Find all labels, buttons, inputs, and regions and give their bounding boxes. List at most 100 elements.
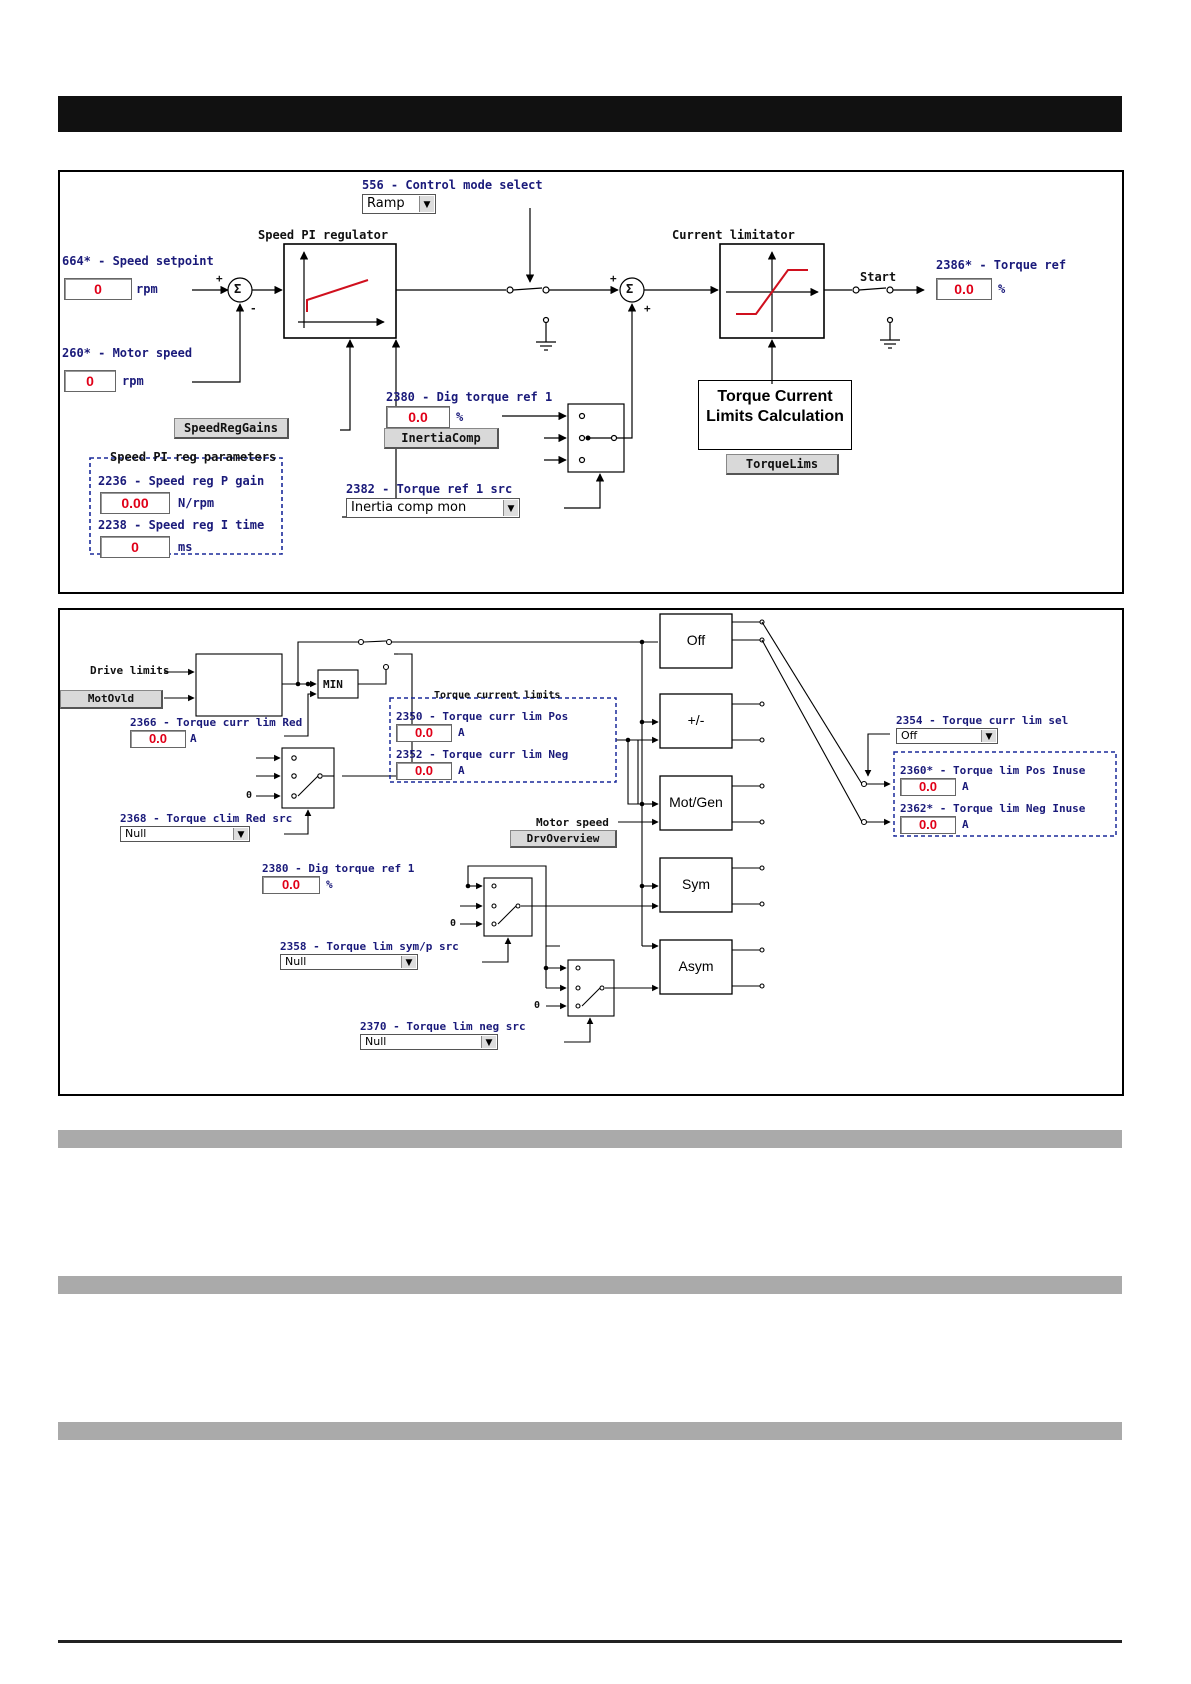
plus-sign: +: [610, 272, 617, 285]
zero-input: 0: [534, 1000, 541, 1011]
section-bar-3: [58, 1422, 1122, 1440]
lim-neg-unit: A: [458, 764, 465, 777]
lim-sym-src-value: Null: [285, 955, 307, 968]
lim-neg-src-select[interactable]: Null ▼: [360, 1034, 498, 1050]
torque-ref-label: 2386* - Torque ref: [936, 258, 1067, 272]
pos-inuse-field[interactable]: 0.0: [900, 778, 956, 796]
chevron-down-icon: ▼: [419, 196, 434, 212]
chevron-down-icon: ▼: [981, 730, 996, 742]
neg-inuse-unit: A: [962, 818, 969, 831]
torque-src-label: 2382 - Torque ref 1 src: [346, 482, 513, 496]
plus-sign: +: [216, 272, 223, 285]
motor-speed-field[interactable]: 0: [64, 370, 116, 392]
diagram-wires-1: [89, 208, 925, 555]
block-mot-gen: Mot/Gen: [669, 794, 723, 810]
motor-speed-label: 260* - Motor speed: [62, 346, 193, 360]
section-bar-1: [58, 1130, 1122, 1148]
current-limitator-title: Current limitator: [672, 228, 795, 242]
drive-limits-label: Drive limits: [90, 664, 170, 677]
section-bar-2: [58, 1276, 1122, 1294]
clim-red-src-select[interactable]: Null ▼: [120, 826, 250, 842]
pi-params-dashed-box: [89, 457, 283, 555]
dig-torque-unit: %: [456, 410, 464, 424]
torque-limits-diagram: Drive limits MotOvld MIN 2366 - Torque c…: [58, 608, 1124, 1096]
mot-ovld-button[interactable]: MotOvld: [60, 690, 163, 709]
p-gain-unit: N/rpm: [178, 496, 215, 510]
sum-junction-1: Σ: [234, 282, 242, 296]
torque-limits-dashed-box: [389, 697, 617, 783]
pos-inuse-label: 2360* - Torque lim Pos Inuse: [900, 764, 1086, 777]
curr-lim-red-label: 2366 - Torque curr lim Red: [130, 716, 303, 729]
curr-lim-red-unit: A: [190, 732, 197, 745]
minus-sign: -: [250, 302, 257, 315]
clim-red-src-value: Null: [125, 827, 147, 840]
control-mode-select[interactable]: Ramp ▼: [362, 194, 436, 214]
footer-rule: [58, 1640, 1122, 1643]
clim-red-src-label: 2368 - Torque clim Red src: [120, 812, 293, 825]
i-time-unit: ms: [178, 540, 193, 554]
speed-pi-title: Speed PI regulator: [258, 228, 389, 242]
speed-reg-gains-button[interactable]: SpeedRegGains: [174, 418, 289, 439]
curr-lim-sel-label: 2354 - Torque curr lim sel: [896, 714, 1069, 727]
dig-torque-label: 2380 - Dig torque ref 1: [386, 390, 553, 404]
chevron-down-icon: ▼: [481, 1036, 496, 1048]
block-sym: Sym: [682, 876, 710, 892]
zero-input: 0: [450, 918, 457, 929]
speed-regulation-diagram: 556 - Control mode select Ramp ▼ Speed PI…: [58, 170, 1124, 594]
dig-torque-unit-2: %: [326, 878, 333, 891]
control-mode-value: Ramp: [367, 196, 405, 211]
lim-neg-src-value: Null: [365, 1035, 387, 1048]
plus-sign: +: [644, 302, 651, 315]
dig-torque-field-2[interactable]: 0.0: [262, 876, 320, 894]
p-gain-label: 2236 - Speed reg P gain: [98, 474, 265, 488]
i-time-label: 2238 - Speed reg I time: [98, 518, 265, 532]
motor-speed-label: Motor speed: [536, 816, 609, 829]
speed-setpoint-unit: rpm: [136, 282, 158, 296]
speed-setpoint-field[interactable]: 0: [64, 278, 132, 300]
header-bar: [58, 96, 1122, 132]
dig-torque-label-2: 2380 - Dig torque ref 1: [262, 862, 415, 875]
torque-src-value: Inertia comp mon: [351, 500, 467, 515]
motor-speed-unit: rpm: [122, 374, 144, 388]
min-label: MIN: [323, 678, 343, 691]
torque-src-select[interactable]: Inertia comp mon ▼: [346, 498, 520, 518]
lim-neg-label: 2352 - Torque curr lim Neg: [396, 748, 569, 761]
lim-neg-src-label: 2370 - Torque lim neg src: [360, 1020, 526, 1033]
neg-inuse-field[interactable]: 0.0: [900, 816, 956, 834]
inuse-dashed-box: [893, 751, 1117, 837]
pi-params-title: Speed PI reg parameters: [110, 450, 277, 464]
curr-lim-sel-value: Off: [901, 729, 918, 742]
torque-ref-unit: %: [998, 282, 1006, 296]
torque-lims-button[interactable]: TorqueLims: [726, 454, 839, 475]
drv-overview-button[interactable]: DrvOverview: [510, 830, 617, 848]
dig-torque-field[interactable]: 0.0: [386, 406, 450, 428]
curr-lim-red-field[interactable]: 0.0: [130, 730, 186, 748]
neg-inuse-label: 2362* - Torque lim Neg Inuse: [900, 802, 1086, 815]
start-label: Start: [860, 270, 897, 284]
chevron-down-icon: ▼: [401, 956, 416, 968]
block-asym: Asym: [678, 958, 714, 974]
control-mode-label: 556 - Control mode select: [362, 178, 543, 192]
chevron-down-icon: ▼: [503, 500, 518, 516]
torque-limits-calc-line2: Limits Calculation: [706, 408, 844, 425]
torque-limits-calc-line1: Torque Current: [717, 388, 833, 405]
inertia-comp-button[interactable]: InertiaComp: [384, 428, 499, 449]
torque-curr-limits-title: Torque current limits: [434, 690, 561, 701]
lim-neg-field[interactable]: 0.0: [396, 762, 452, 780]
block-off: Off: [686, 632, 706, 648]
lim-pos-label: 2350 - Torque curr lim Pos: [396, 710, 569, 723]
lim-pos-unit: A: [458, 726, 465, 739]
lim-sym-src-label: 2358 - Torque lim sym/p src: [280, 940, 459, 953]
torque-ref-field[interactable]: 0.0: [936, 278, 992, 300]
zero-input: 0: [246, 790, 253, 801]
sum-junction-2: Σ: [626, 282, 634, 296]
speed-setpoint-label: 664* - Speed setpoint: [62, 254, 214, 268]
lim-sym-src-select[interactable]: Null ▼: [280, 954, 418, 970]
i-time-field[interactable]: 0: [100, 536, 170, 558]
lim-pos-field[interactable]: 0.0: [396, 724, 452, 742]
curr-lim-sel-select[interactable]: Off ▼: [896, 728, 998, 744]
block-plus-minus: +/-: [687, 712, 705, 728]
torque-limits-calc-block: Torque Current Limits Calculation: [698, 380, 852, 450]
chevron-down-icon: ▼: [233, 828, 248, 840]
p-gain-field[interactable]: 0.00: [100, 492, 170, 514]
